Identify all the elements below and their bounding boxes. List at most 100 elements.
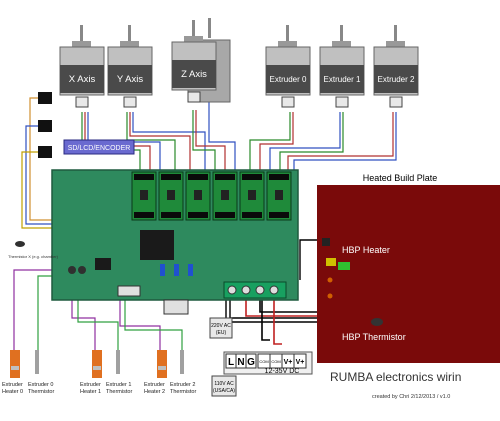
motor-shaft <box>394 25 397 41</box>
heated-plate-title: Heated Build Plate <box>363 173 438 183</box>
motor-extruder-0: Extruder 0 <box>265 25 311 108</box>
rumba-board: SD/LCD/ENCODER <box>51 139 299 315</box>
psu-l: L <box>228 357 234 368</box>
psu-vplus-1: V+ <box>284 359 293 366</box>
sd-lcd-label: SD/LCD/ENCODER <box>68 145 131 152</box>
motor-collar <box>278 41 297 47</box>
motor-shaft <box>192 20 195 36</box>
ac-bottom-line2: (USA/CA) <box>213 388 235 394</box>
capacitors <box>68 264 193 276</box>
ac-top-line1: 220V AC <box>211 323 231 329</box>
bottom-label-line1: Extruder 0 <box>28 382 53 388</box>
bottom-label-line2: Thermistor <box>106 389 132 395</box>
heater-mosfets <box>117 285 189 315</box>
motor-collar <box>386 41 405 47</box>
diagram-title: RUMBA electronics wirin <box>330 370 461 384</box>
ac-top-line2: (EU) <box>216 330 227 336</box>
hbp-heater-connector <box>322 238 330 246</box>
motor-label-band <box>108 65 152 93</box>
bottom-label-line2: Heater 1 <box>80 389 101 395</box>
bottom-label-line1: Extruder <box>144 382 165 388</box>
motor-z-axis: Z Axis <box>171 20 217 103</box>
motor-label-band <box>172 60 216 88</box>
thermistor-2 <box>180 350 184 374</box>
motor-shaft <box>128 25 131 41</box>
small-chip <box>95 258 111 270</box>
stepper-driver-5 <box>239 171 265 221</box>
motor-shaft <box>340 25 343 41</box>
motor-label-band <box>320 65 364 93</box>
motor-y-axis: Y Axis <box>107 25 153 108</box>
bottom-label-line2: Thermistor <box>170 389 196 395</box>
psu-com-2: COM <box>271 359 280 364</box>
motor-shaft <box>286 25 289 41</box>
power-supply: 220V AC (EU) L N G COM COM V+ V+ 12-35V … <box>209 317 313 397</box>
hbp-heater-label: HBP Heater <box>342 245 390 255</box>
motor-connector <box>123 96 137 108</box>
heater-0 <box>10 350 20 378</box>
motor-shaft <box>80 25 83 41</box>
ac-top-label-box <box>209 317 233 339</box>
stepper-drivers <box>131 171 292 221</box>
heater-1 <box>92 350 102 378</box>
heater-2 <box>157 350 167 378</box>
stepper-driver-1 <box>131 171 157 221</box>
heated-build-plate: Heated Build Plate HBP Heater HBP Thermi… <box>317 173 500 363</box>
hbp-leds <box>326 258 350 299</box>
endstop-z <box>38 146 52 158</box>
motor-connector <box>335 96 349 108</box>
motor-label: Extruder 1 <box>324 75 361 84</box>
motor-extruder-2: Extruder 2 <box>373 25 419 108</box>
thermistor-1 <box>116 350 120 374</box>
bottom-label-line2: Heater 0 <box>2 389 23 395</box>
motor-connector <box>187 91 201 103</box>
motor-label: Y Axis <box>117 74 143 85</box>
motor-collar <box>332 41 351 47</box>
diagram-credit: created by Chri 2/12/2013 / v1.0 <box>372 394 450 400</box>
endstops <box>38 92 52 158</box>
psu-n: N <box>237 357 244 368</box>
bottom-label-line1: Extruder <box>80 382 101 388</box>
motor-collar <box>72 41 91 47</box>
hbp-thermistor-icon <box>371 318 383 326</box>
bottom-label-line2: Heater 2 <box>144 389 165 395</box>
motor-collar <box>184 36 203 42</box>
motor-label: X Axis <box>69 74 96 85</box>
stepper-driver-2 <box>158 171 184 221</box>
stepper-driver-3 <box>185 171 211 221</box>
bottom-label-line1: Extruder 1 <box>106 382 131 388</box>
motor-collar <box>120 41 139 47</box>
hbp-thermistor-label: HBP Thermistor <box>342 332 406 342</box>
motor-label-band <box>60 65 104 93</box>
motor-label: Extruder 2 <box>378 75 415 84</box>
motor-connector <box>281 96 295 108</box>
thermistor-x-label: Thermistor X (e.g. chamber) <box>8 254 59 259</box>
stepper-driver-4 <box>212 171 238 221</box>
motor-extruder-1: Extruder 1 <box>319 25 365 108</box>
motor-connector <box>75 96 89 108</box>
bottom-label-line2: Thermistor <box>28 389 54 395</box>
endstop-y <box>38 120 52 132</box>
motor-label-band <box>266 65 310 93</box>
motor-label: Extruder 0 <box>270 75 307 84</box>
motor-connector <box>389 96 403 108</box>
mcu-chip <box>140 230 174 260</box>
endstop-x <box>38 92 52 104</box>
psu-dc-label: 12-35V DC <box>265 368 300 375</box>
ac-bottom-line1: 110V AC <box>214 381 234 387</box>
stepper-driver-6 <box>266 171 292 221</box>
ac-bottom-label-box <box>211 375 237 397</box>
psu-g: G <box>247 357 255 368</box>
bottom-label-line1: Extruder 2 <box>170 382 195 388</box>
psu-com-1: COM <box>259 359 268 364</box>
sd-lcd-label-box <box>63 139 135 155</box>
motor-label: Z Axis <box>181 69 207 80</box>
thermistor-0 <box>35 350 39 374</box>
motor-x-axis: X Axis <box>59 25 105 108</box>
motor-label-band <box>374 65 418 93</box>
bottom-label-line1: Extruder <box>2 382 23 388</box>
